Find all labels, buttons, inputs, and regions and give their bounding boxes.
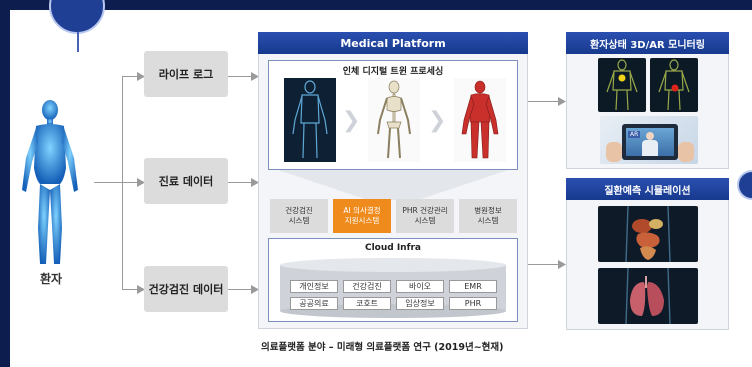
body-scan-image — [284, 78, 336, 162]
muscle-image — [454, 78, 506, 162]
cloud-infra-title: Cloud Infra — [364, 243, 422, 253]
arrow-head-icon — [558, 97, 566, 106]
system-label: AI 의사결정 — [343, 206, 381, 215]
monitoring-header: 환자상태 3D/AR 모니터링 — [566, 32, 729, 54]
cloud-data-item: 임상정보 — [396, 297, 444, 310]
arrow-head-icon — [137, 72, 145, 81]
system-checkup: 건강검진 시스템 — [270, 199, 328, 233]
connector-line — [228, 289, 256, 290]
digital-twin-title: 인체 디지털 트윈 프로세싱 — [342, 67, 444, 77]
system-label: 지원시스템 — [344, 216, 380, 225]
simulation-header: 질환예측 시뮬레이션 — [566, 178, 729, 200]
arrow-head-icon — [137, 178, 145, 187]
connector-line — [528, 264, 560, 265]
hand-left — [606, 142, 622, 162]
cloud-data-item: 바이오 — [396, 280, 444, 293]
data-source-lifelog: 라이프 로그 — [144, 51, 228, 97]
connector-line — [122, 182, 142, 183]
cloud-data-item: 공공의료 — [290, 297, 338, 310]
ar-badge: AR — [628, 131, 641, 138]
3d-body-red-image — [650, 58, 698, 112]
connector-line — [228, 182, 256, 183]
platform-header: Medical Platform — [258, 32, 528, 54]
connector-line — [94, 182, 122, 183]
person-body — [642, 140, 658, 156]
data-source-label: 라이프 로그 — [158, 68, 214, 81]
arrow-head-icon — [137, 285, 145, 294]
simulation-title: 질환예측 시뮬레이션 — [604, 185, 691, 197]
hand-right — [678, 142, 694, 162]
diagram-caption: 의료플랫폼 분야 – 미래형 의료플랫폼 연구 (2019년~현재) — [261, 342, 504, 353]
system-label: 건강검진 — [285, 206, 313, 215]
chevron-right-icon: ❯ — [428, 108, 447, 133]
system-label: 병원정보 — [474, 206, 502, 215]
system-label: 시스템 — [288, 216, 310, 225]
connector-line — [122, 76, 142, 77]
system-label: PHR 건강관리 — [402, 206, 448, 215]
monitoring-title: 환자상태 3D/AR 모니터링 — [590, 39, 705, 51]
system-label: 시스템 — [477, 216, 499, 225]
funnel-shape — [278, 170, 508, 200]
ar-tablet-image: AR — [600, 116, 698, 164]
arrow-head-icon — [251, 178, 259, 187]
patient-body-icon — [22, 100, 78, 264]
cloud-data-item: PHR — [449, 297, 497, 310]
data-source-clinical: 진료 데이터 — [144, 158, 228, 204]
arrow-head-icon — [251, 285, 259, 294]
person-head — [646, 132, 654, 140]
platform-title: Medical Platform — [340, 36, 446, 50]
cloud-data-item: EMR — [449, 280, 497, 293]
system-phr: PHR 건강관리 시스템 — [396, 199, 454, 233]
data-source-checkup: 건강검진 데이터 — [144, 266, 228, 312]
chevron-right-icon: ❯ — [342, 108, 361, 133]
3d-body-yellow-image — [598, 58, 646, 112]
arrow-head-icon — [251, 72, 259, 81]
decorative-line — [77, 32, 79, 52]
data-source-label: 진료 데이터 — [158, 175, 214, 188]
cloud-data-item: 개인정보 — [290, 280, 338, 293]
skeleton-image — [368, 78, 420, 162]
digestive-organs-image — [598, 206, 698, 262]
arrow-head-icon — [558, 260, 566, 269]
patient-label: 환자 — [40, 272, 63, 286]
connector-line — [228, 76, 256, 77]
system-ai-decision: AI 의사결정 지원시스템 — [333, 199, 391, 233]
cloud-data-item: 건강검진 — [343, 280, 391, 293]
system-hospital-info: 병원정보 시스템 — [459, 199, 517, 233]
connector-line — [528, 101, 560, 102]
system-label: 시스템 — [414, 216, 436, 225]
connector-line — [122, 289, 142, 290]
cloud-data-item: 코호트 — [343, 297, 391, 310]
lungs-image — [598, 268, 698, 324]
data-source-label: 건강검진 데이터 — [148, 283, 224, 296]
